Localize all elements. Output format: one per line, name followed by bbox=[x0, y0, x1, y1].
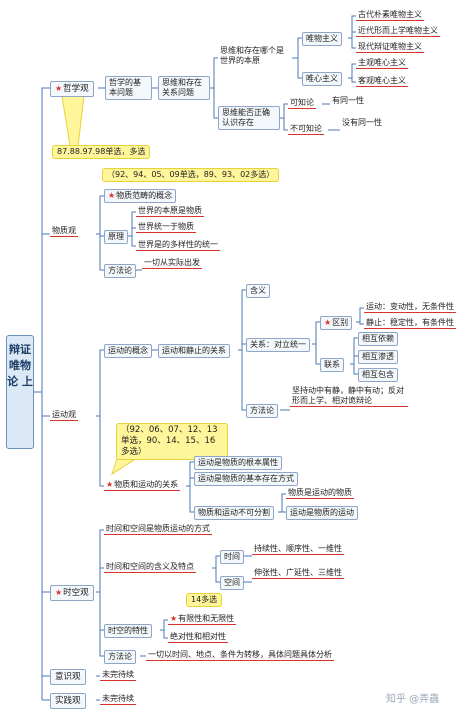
watermark: 知乎 @弄蟲 bbox=[386, 694, 440, 705]
node-subjective-idealism[interactable]: 主观唯心主义 bbox=[356, 58, 408, 69]
topic-philosophy-label: 哲学观 bbox=[63, 84, 89, 94]
node-principle[interactable]: 原理 bbox=[104, 230, 128, 244]
node-motion-variability[interactable]: 运动：变动性，无条件性 bbox=[364, 302, 456, 313]
node-motion-fundamental-attribute[interactable]: 运动是物质的根本属性 bbox=[194, 456, 282, 470]
node-motion-of-matter[interactable]: 运动是物质的运动 bbox=[286, 506, 358, 520]
star-icon: ★ bbox=[324, 318, 332, 327]
star-icon: ★ bbox=[106, 480, 114, 489]
node-knowable[interactable]: 可知论 bbox=[288, 98, 316, 109]
node-world-origin-matter[interactable]: 世界的本原是物质 bbox=[136, 206, 204, 217]
topic-spacetime-label: 时空观 bbox=[63, 588, 89, 598]
node-ancient-materialism[interactable]: 古代朴素唯物主义 bbox=[356, 10, 424, 21]
node-matter-method[interactable]: 方法论 bbox=[104, 264, 136, 278]
node-mutual-inclusion[interactable]: 相互包含 bbox=[358, 368, 398, 382]
node-matter-concept[interactable]: ★物质范畴的概念 bbox=[104, 189, 177, 203]
star-icon: ★ bbox=[55, 84, 63, 93]
topic-consciousness[interactable]: 意识观 bbox=[50, 669, 86, 685]
node-idealism[interactable]: 唯心主义 bbox=[302, 72, 342, 86]
node-motion-method[interactable]: 方法论 bbox=[246, 404, 278, 418]
node-matter-concept-label: 物质范畴的概念 bbox=[116, 191, 173, 200]
node-rest-stability[interactable]: 静止：稳定性，有条件性 bbox=[364, 318, 456, 329]
node-motion-concept[interactable]: 运动的概念 bbox=[104, 344, 152, 358]
node-motion-method-note[interactable]: 坚持动中有静，静中有动；反对形而上学、相对诡辩论 bbox=[290, 386, 408, 407]
node-motion-existence-mode[interactable]: 运动是物质的基本存在方式 bbox=[194, 472, 298, 486]
node-finite-infinite[interactable]: ★有限性和无限性 bbox=[168, 614, 237, 625]
node-time-traits[interactable]: 持续性、顺序性、一维性 bbox=[252, 544, 344, 555]
node-interpenetration[interactable]: 相互渗透 bbox=[358, 350, 398, 364]
node-spacetime-method-note[interactable]: 一切以时间、地点、条件为转移，具体问题具体分析 bbox=[146, 650, 334, 661]
node-motion-rest[interactable]: 运动和静止的关系 bbox=[158, 344, 230, 358]
node-matter-motion-label: 物质和运动的关系 bbox=[114, 480, 179, 489]
star-icon: ★ bbox=[170, 614, 178, 623]
node-matter-motion-inseparable[interactable]: 物质和运动不可分割 bbox=[194, 506, 274, 520]
node-world-unified-matter[interactable]: 世界统一于物质 bbox=[136, 222, 196, 233]
node-objective-idealism[interactable]: 客观唯心主义 bbox=[356, 76, 408, 87]
topic-motion[interactable]: 运动观 bbox=[50, 410, 78, 421]
topic-philosophy[interactable]: ★哲学观 bbox=[50, 81, 94, 97]
node-consciousness-tbc[interactable]: 未完待续 bbox=[100, 670, 136, 681]
node-materialism[interactable]: 唯物主义 bbox=[302, 32, 342, 46]
root-topic[interactable]: 辩证唯物论 上 bbox=[6, 335, 34, 449]
node-can-cognize[interactable]: 思维能否正确认识存在 bbox=[218, 106, 280, 130]
node-connection[interactable]: 联系 bbox=[320, 358, 344, 372]
node-from-reality[interactable]: 一切从实际出发 bbox=[142, 258, 202, 269]
node-spacetime-method[interactable]: 方法论 bbox=[104, 650, 136, 664]
node-interdependence[interactable]: 相互依赖 bbox=[358, 332, 398, 346]
node-spacetime-traits[interactable]: 时空的特性 bbox=[104, 624, 152, 638]
node-meaning[interactable]: 含义 bbox=[246, 284, 270, 298]
node-opposite-unity[interactable]: 关系：对立统一 bbox=[246, 338, 310, 352]
node-which-origin[interactable]: 思维和存在哪个是世界的本原 bbox=[220, 46, 284, 65]
node-unknowable-note[interactable]: 没有同一性 bbox=[342, 118, 382, 127]
node-world-diversity-unity[interactable]: 世界是的多样性的统一 bbox=[136, 240, 220, 251]
node-spacetime-meaning[interactable]: 时间和空间的含义及特点 bbox=[104, 562, 196, 573]
callout-arrow-philosophy bbox=[61, 95, 85, 147]
node-unknowable[interactable]: 不可知论 bbox=[288, 124, 324, 135]
star-icon: ★ bbox=[108, 191, 116, 200]
node-matter-of-motion[interactable]: 物质是运动的物质 bbox=[286, 488, 354, 499]
topic-matter[interactable]: 物质观 bbox=[50, 226, 78, 237]
topic-practice[interactable]: 实践观 bbox=[50, 693, 86, 709]
star-icon: ★ bbox=[55, 588, 63, 597]
node-difference[interactable]: ★区别 bbox=[320, 316, 353, 330]
topic-spacetime[interactable]: ★时空观 bbox=[50, 585, 94, 601]
node-thought-being-relation[interactable]: 思维和存在关系问题 bbox=[158, 76, 210, 100]
node-basic-question[interactable]: 哲学的基本问题 bbox=[105, 76, 152, 100]
callout-motion-exam-years: （92、06、07、12、13单选，90、14、15、16多选） bbox=[116, 423, 228, 460]
node-absolute-relative[interactable]: 绝对性和相对性 bbox=[168, 632, 228, 643]
node-modern-metaphysical-materialism[interactable]: 近代形而上学唯物主义 bbox=[356, 26, 440, 37]
node-practice-tbc[interactable]: 未完待续 bbox=[100, 694, 136, 705]
node-spacetime-mode[interactable]: 时间和空间是物质运动的方式 bbox=[104, 524, 212, 535]
node-dialectical-materialism[interactable]: 现代辩证唯物主义 bbox=[356, 42, 424, 53]
callout-philosophy-exam-years: 87.88.97.98单选，多选 bbox=[52, 145, 151, 159]
node-knowable-note[interactable]: 有同一性 bbox=[332, 96, 364, 105]
node-matter-motion[interactable]: ★物质和运动的关系 bbox=[104, 480, 181, 491]
node-finite-infinite-label: 有限性和无限性 bbox=[178, 614, 235, 623]
node-space-traits[interactable]: 伸张性、广延性、三维性 bbox=[252, 568, 344, 579]
node-difference-label: 区别 bbox=[332, 318, 349, 327]
node-time[interactable]: 时间 bbox=[220, 550, 244, 564]
callout-matter-exam-years: （92、94、05、09单选，89、93、02多选） bbox=[102, 168, 280, 182]
node-space[interactable]: 空间 bbox=[220, 576, 244, 590]
callout-spacetime-exam-years: 14多选 bbox=[186, 593, 223, 607]
